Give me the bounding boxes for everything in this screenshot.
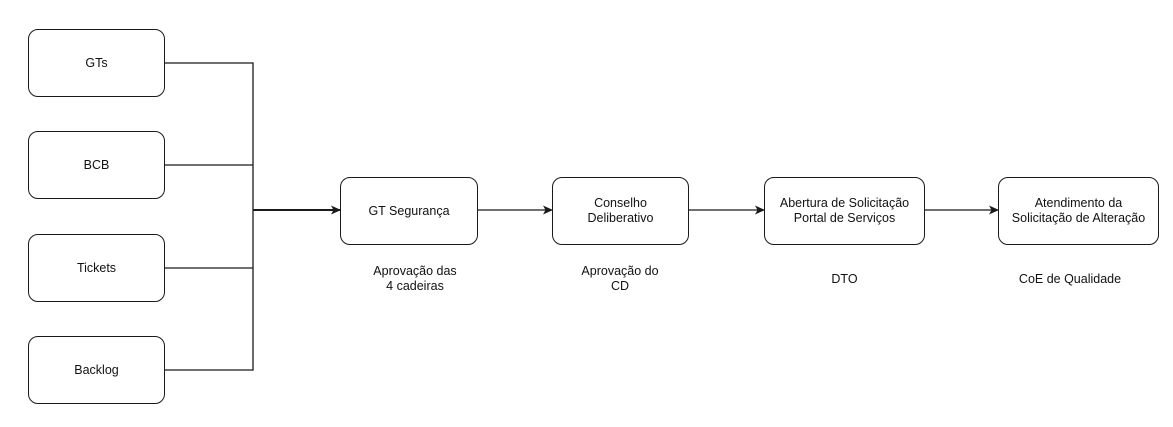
step-label-conselho-deliberativo: Conselho Deliberativo bbox=[587, 196, 654, 225]
step-box-gt-seguranca: GT Segurança bbox=[340, 177, 478, 245]
source-box-backlog: Backlog bbox=[28, 336, 165, 404]
source-label-gts: GTs bbox=[85, 55, 108, 70]
caption-conselho-deliberativo: Aprovação do CD bbox=[581, 264, 659, 293]
source-box-tickets: Tickets bbox=[28, 234, 165, 302]
source-label-bcb: BCB bbox=[83, 157, 110, 172]
step-label-atendimento-solicitacao: Atendimento da Solicitação de Alteração bbox=[1011, 196, 1146, 225]
caption-atendimento-solicitacao: CoE de Qualidade bbox=[1018, 272, 1122, 286]
step-box-conselho-deliberativo: Conselho Deliberativo bbox=[552, 177, 689, 245]
step-label-gt-seguranca: GT Segurança bbox=[368, 203, 450, 218]
step-box-abertura-solicitacao: Abertura de Solicitação Portal de Serviç… bbox=[764, 177, 925, 245]
source-box-gts: GTs bbox=[28, 29, 165, 97]
caption-abertura-solicitacao: DTO bbox=[831, 272, 858, 286]
step-label-abertura-solicitacao: Abertura de Solicitação Portal de Serviç… bbox=[779, 196, 910, 225]
source-label-tickets: Tickets bbox=[76, 260, 117, 275]
step-box-atendimento-solicitacao: Atendimento da Solicitação de Alteração bbox=[998, 177, 1159, 245]
caption-gt-seguranca: Aprovação das 4 cadeiras bbox=[373, 264, 457, 293]
source-box-bcb: BCB bbox=[28, 131, 165, 199]
source-label-backlog: Backlog bbox=[74, 362, 119, 377]
